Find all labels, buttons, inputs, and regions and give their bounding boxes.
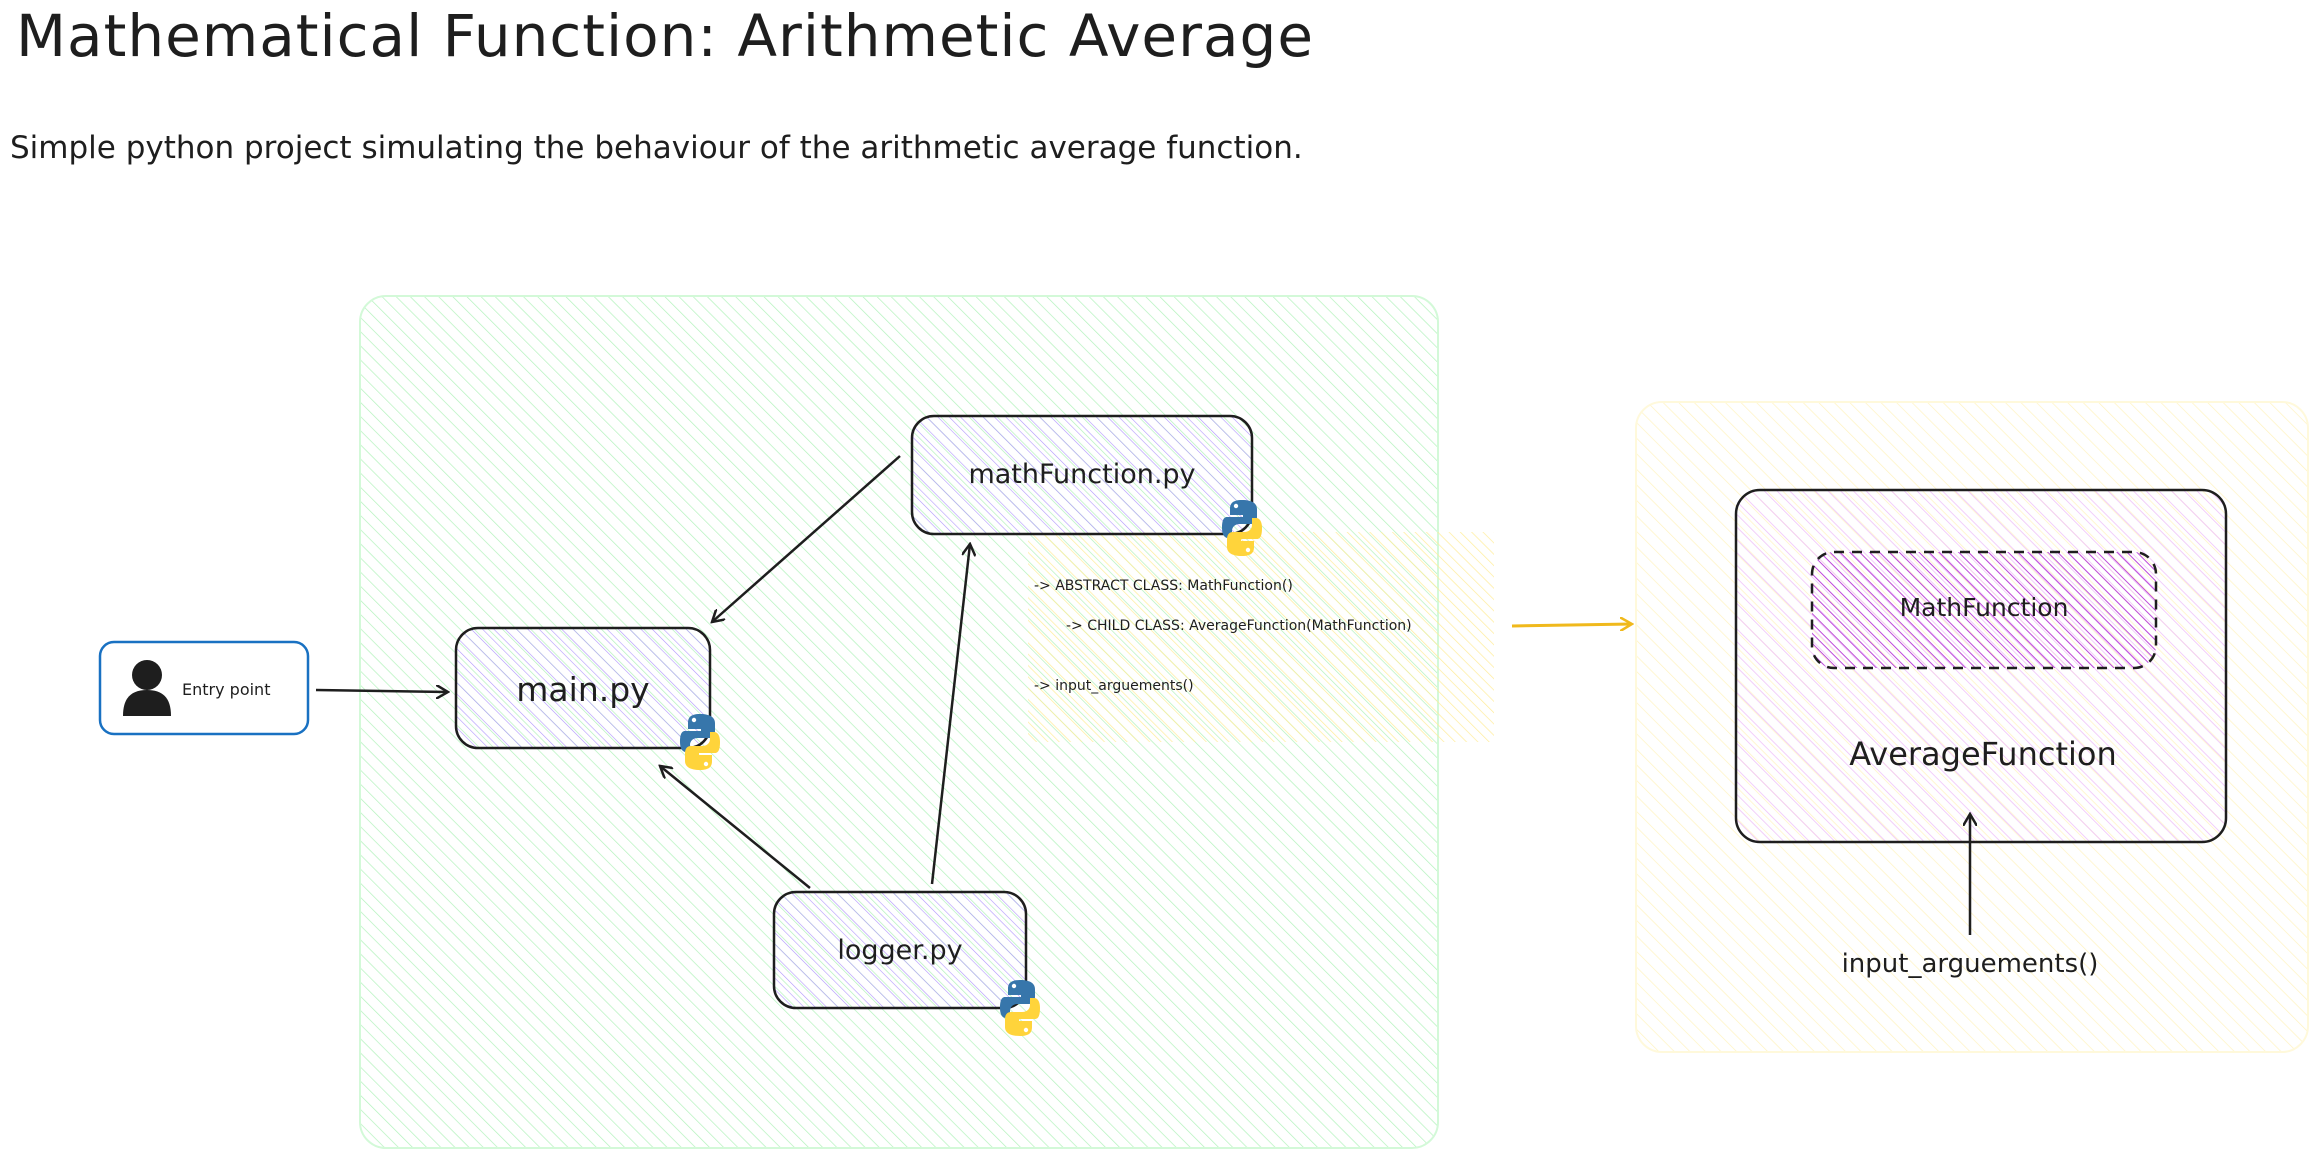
note-abstract-class: -> ABSTRACT CLASS: MathFunction(): [1034, 578, 1293, 594]
math-function-class[interactable]: [1810, 550, 2158, 670]
note-input-arguments: -> input_arguements(): [1034, 678, 1194, 694]
average-function-class-label: AverageFunction: [1849, 735, 2117, 773]
main-py-node[interactable]: [454, 626, 712, 750]
entry-point-label: Entry point: [182, 680, 270, 699]
input-arguments-label: input_arguements(): [1842, 949, 2099, 979]
math-function-class-label: MathFunction: [1900, 593, 2069, 622]
logger-py-label: logger.py: [837, 935, 962, 966]
note-child-class: -> CHILD CLASS: AverageFunction(MathFunc…: [1066, 618, 1412, 634]
notes-box: [1028, 532, 1494, 742]
arrow-notes-to-classes: [1511, 624, 1632, 626]
arrow-logger-to-main: [660, 766, 811, 889]
logger-py-node[interactable]: [772, 890, 1028, 1010]
math-function-py-node[interactable]: [910, 414, 1254, 536]
arrow-entry-to-main: [315, 690, 448, 692]
page-subtitle: Simple python project simulating the beh…: [10, 130, 1303, 166]
page-title: Mathematical Function: Arithmetic Averag…: [16, 2, 1314, 70]
math-function-py-label: mathFunction.py: [968, 459, 1195, 490]
arrow-mathfunction-to-main: [712, 455, 901, 622]
user-icon: [123, 660, 171, 716]
arrow-logger-to-mathfunction: [930, 544, 970, 885]
main-py-label: main.py: [516, 670, 649, 709]
